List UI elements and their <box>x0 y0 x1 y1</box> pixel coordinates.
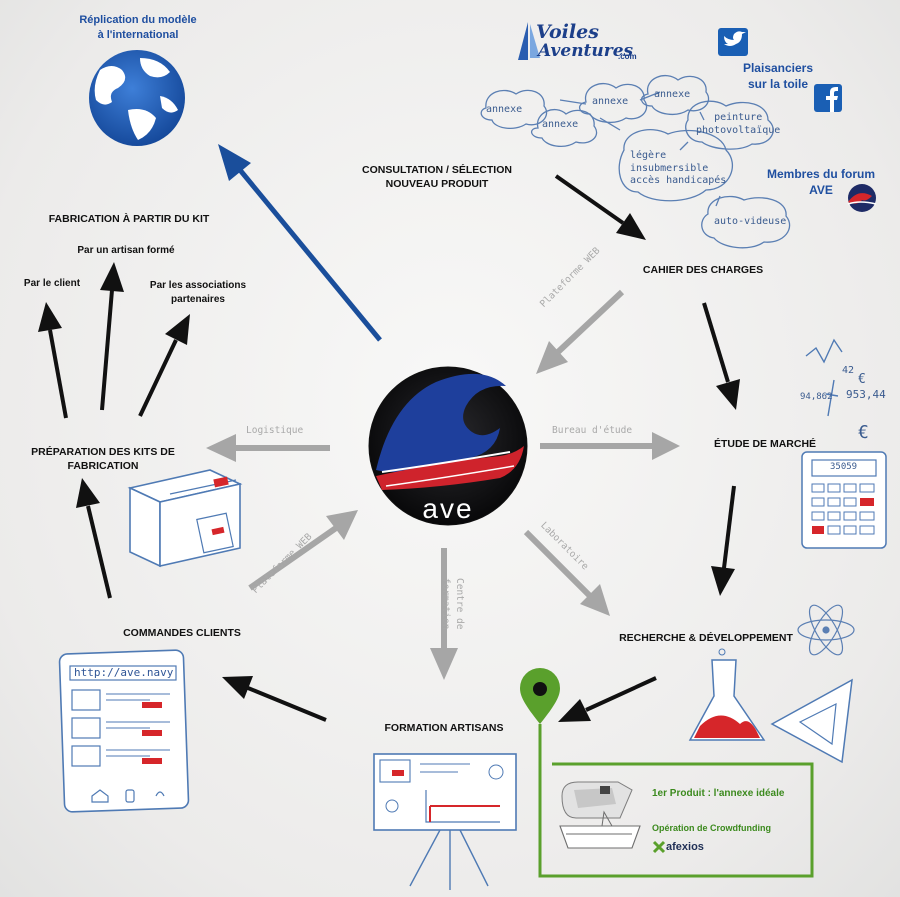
box-icon <box>127 469 243 568</box>
partner-afexios: afexios <box>666 841 704 853</box>
arrow-to-par-associations <box>138 314 190 417</box>
chart-doodle-icon <box>805 338 843 417</box>
brand-voiles: Voiles <box>536 21 599 43</box>
arrow-to-international <box>218 144 382 342</box>
bubble-annexe-2: annexe <box>542 119 579 130</box>
brand-aventures: Aventures <box>538 41 634 61</box>
node-consultation: CONSULTATION / SÉLECTION NOUVEAU PRODUIT <box>362 164 512 191</box>
bubble-annexe-3: annexe <box>592 96 629 107</box>
node-commandes-clients: COMMANDES CLIENTS <box>123 627 241 639</box>
brand-suffix: .com <box>618 52 637 61</box>
set-square-icon <box>770 678 853 764</box>
arrow-to-etude <box>702 302 740 410</box>
atom-icon <box>797 604 855 656</box>
node-fabrication-kit: FABRICATION À PARTIR DU KIT <box>48 213 210 225</box>
crowdfunding-label: Opération de Crowdfunding <box>652 823 771 833</box>
number-94862: 94,862 <box>800 392 833 402</box>
arrow-to-par-artisan <box>100 262 124 411</box>
calculator-display: 35059 <box>830 462 858 472</box>
arrow-center-to-formation <box>430 548 458 680</box>
arrow-commandes-to-center <box>248 510 358 591</box>
arrow-to-commandes <box>222 676 327 722</box>
bubble-peinture: peinture photovoltaïque <box>696 112 781 136</box>
arrow-to-pin <box>558 676 657 722</box>
bubble-auto-videuse: auto-videuse <box>714 216 787 227</box>
euro-sign-2: € <box>858 422 869 443</box>
number-95344: 953,44 <box>846 388 886 401</box>
edge-label-logistique: Logistique <box>246 425 304 436</box>
arrow-center-to-preparation <box>206 434 330 462</box>
node-preparation-kits: PRÉPARATION DES KITS DE FABRICATION <box>31 446 175 473</box>
node-etude-de-marche: ÉTUDE DE MARCHÉ <box>713 438 817 450</box>
arrow-center-to-etude <box>540 432 680 460</box>
location-pin-icon <box>520 668 560 724</box>
product-box <box>538 724 814 878</box>
node-par-artisan: Par un artisan formé <box>77 245 175 256</box>
facebook-icon <box>814 84 842 112</box>
bubble-annexe-4: annexe <box>654 89 691 100</box>
arrow-to-cahier <box>554 174 646 240</box>
product-title: 1er Produit : l'annexe idéale <box>652 788 785 799</box>
ave-logo-text: ave <box>422 493 474 524</box>
ave-forum-logo-icon <box>847 184 877 212</box>
bubble-annexe-1: annexe <box>486 104 523 115</box>
node-international: Réplication du modèle à l'international <box>79 14 197 41</box>
node-recherche-developpement: RECHERCHE & DÉVELOPPEMENT <box>619 632 793 644</box>
arrow-to-par-client <box>38 302 68 419</box>
membres-forum-label: Membres du forum AVE <box>766 167 875 198</box>
calculator-icon <box>801 451 887 549</box>
tablet-icon <box>58 649 190 813</box>
bubble-legere: légère insubmersible accès handicapés <box>630 150 727 186</box>
node-par-client: Par le client <box>23 278 81 289</box>
dinghy-icon <box>559 781 641 849</box>
edge-label-centre-formation: Centre de formation <box>439 578 465 630</box>
node-cahier-des-charges: CAHIER DES CHARGES <box>642 264 764 276</box>
globe-icon <box>89 50 185 146</box>
ave-logo <box>368 366 528 526</box>
twitter-icon <box>718 28 748 56</box>
whiteboard-icon <box>373 753 517 890</box>
number-42: 42 <box>842 365 855 376</box>
arrow-center-to-recherche <box>523 529 610 616</box>
cloud-bubbles <box>480 75 791 249</box>
arrow-to-preparation <box>76 478 112 599</box>
plaisanciers-label: Plaisanciers sur la toile <box>742 61 814 92</box>
edge-label-bureau-etude: Bureau d'étude <box>552 425 633 436</box>
afexios-logo-icon <box>652 840 666 854</box>
arrow-cahier-to-center <box>536 289 625 374</box>
euro-sign-1: € <box>858 372 866 387</box>
website-url: http://ave.navy <box>74 666 174 679</box>
node-formation-artisans: FORMATION ARTISANS <box>384 722 504 734</box>
flask-icon <box>688 648 766 741</box>
arrow-to-recherche <box>711 485 736 596</box>
voiles-aventures-sail-icon <box>518 22 540 60</box>
node-par-associations: Par les associations partenaires <box>149 280 247 305</box>
